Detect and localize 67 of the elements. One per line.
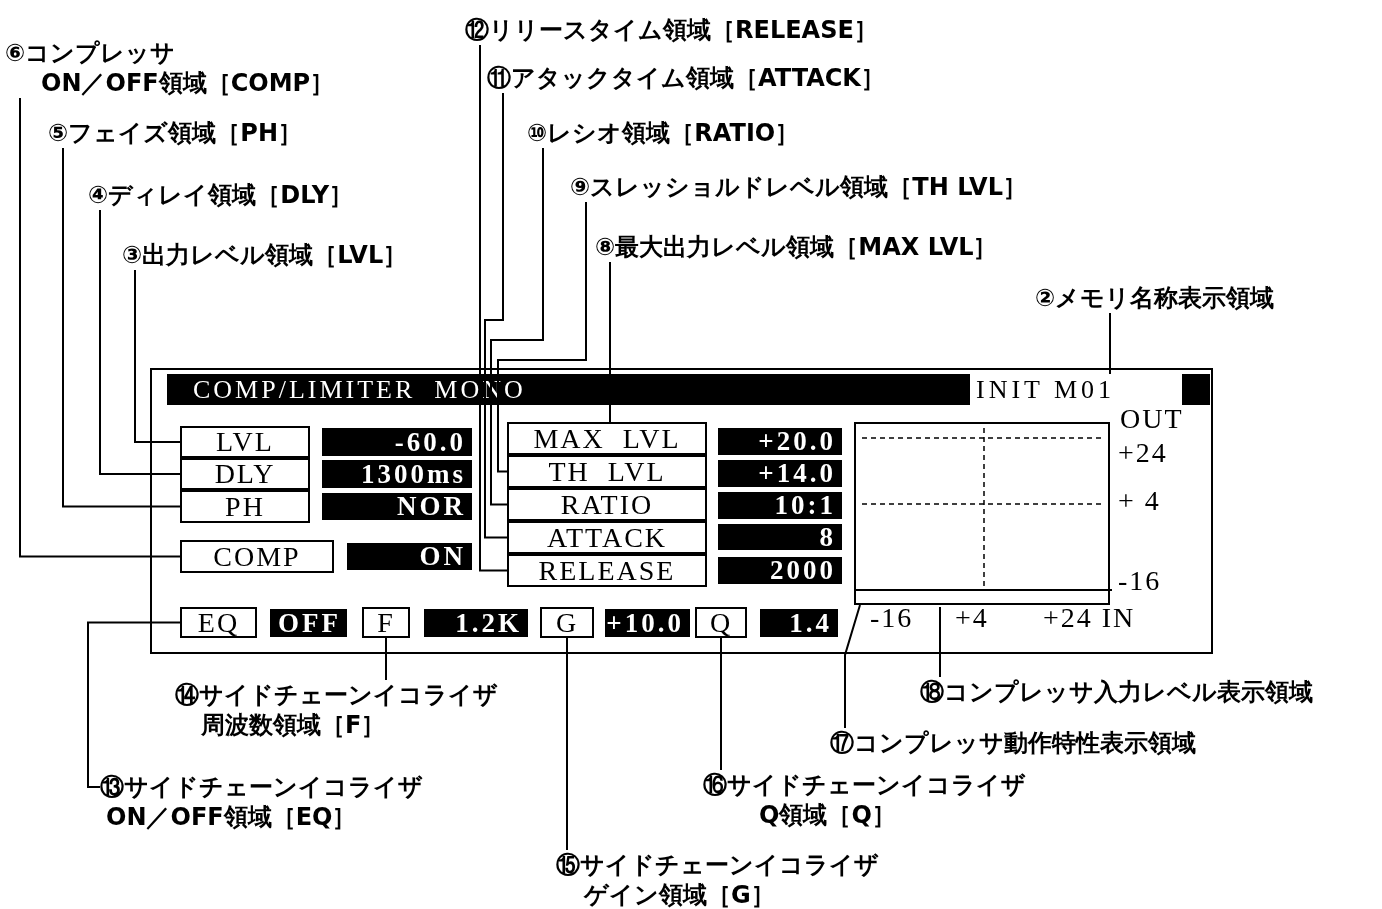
callout-label: ⑤フェイズ領域［PH］: [48, 118, 302, 148]
leader-line: [484, 92, 508, 539]
callout-label: ⑫リリースタイム領域［RELEASE］: [465, 15, 878, 45]
leader-line: [385, 637, 387, 681]
leader-line: [479, 44, 508, 572]
leader-line: [87, 621, 181, 788]
value-display: -60.0: [322, 428, 472, 456]
axis-label: -16: [1118, 565, 1162, 597]
leader-line: [720, 637, 722, 771]
callout-label: ③出力レベル領域［LVL］: [122, 240, 408, 270]
callout-label: ⑰コンプレッサ動作特性表示領域: [830, 728, 1196, 758]
parameter-label: EQ: [180, 607, 257, 638]
leader-line: [939, 606, 941, 678]
axis-label: -16: [870, 602, 914, 634]
callout-label: ⑪アタックタイム領域［ATTACK］: [487, 63, 885, 93]
parameter-label: MAX LVL: [507, 422, 707, 455]
parameter-label: G: [540, 607, 594, 638]
callout-label: ⑯サイドチェーンイコライザQ領域［Q］: [703, 770, 1026, 830]
callout-label: ⑩レシオ領域［RATIO］: [527, 118, 800, 148]
axis-label: +4: [955, 602, 989, 634]
parameter-label: F: [362, 607, 410, 638]
parameter-label: ATTACK: [507, 521, 707, 554]
callout-label: ⑭サイドチェーンイコライザ周波数領域［F］: [175, 680, 498, 740]
value-display: OFF: [270, 609, 347, 637]
lcd-screen: [150, 368, 1213, 654]
parameter-label: TH LVL: [507, 455, 707, 488]
leader-line: [844, 604, 861, 729]
callout-label: ⑧最大出力レベル領域［MAX LVL］: [595, 232, 998, 262]
leader-line: [62, 147, 181, 508]
value-display: 1300ms: [322, 460, 472, 488]
axis-label: +24: [1118, 437, 1168, 469]
parameter-label: LVL: [180, 426, 310, 458]
axis-label: OUT: [1120, 403, 1184, 435]
value-display: +10.0: [605, 609, 690, 637]
leader-line: [609, 261, 611, 423]
parameter-label: COMP: [180, 540, 334, 573]
callout-label: ⑮サイドチェーンイコライザゲイン領域［G］: [556, 850, 879, 909]
value-display: 1.2K: [424, 609, 528, 637]
value-display: NOR: [322, 493, 472, 520]
callout-label: ④ディレイ領域［DLY］: [88, 180, 354, 210]
leader-line: [134, 269, 181, 443]
parameter-label: DLY: [180, 458, 310, 490]
callout-label: ⑥コンプレッサON／OFF領域［COMP］: [5, 38, 335, 98]
characteristic-graph: [854, 422, 1110, 605]
value-display: ON: [347, 543, 472, 570]
leader-line: [566, 637, 568, 851]
callout-label: ⑨スレッショルドレベル領域［TH LVL］: [570, 172, 1027, 202]
value-display: 2000: [718, 557, 842, 584]
value-display: 8: [718, 524, 842, 550]
leader-line: [490, 147, 544, 506]
axis-label: +24 IN: [1043, 602, 1136, 634]
parameter-label: PH: [180, 490, 310, 523]
value-display: +14.0: [718, 460, 842, 487]
leader-line: [1109, 312, 1111, 375]
parameter-label: Q: [695, 607, 747, 638]
callout-label: ⑬サイドチェーンイコライザON／OFF領域［EQ］: [100, 772, 423, 832]
axis-label: + 4: [1118, 485, 1161, 517]
callout-label: ⑱コンプレッサ入力レベル表示領域: [920, 677, 1313, 707]
callout-label: ②メモリ名称表示領域: [1035, 283, 1275, 313]
parameter-label: RATIO: [507, 488, 707, 521]
value-display: +20.0: [718, 428, 842, 455]
value-display: 1.4: [760, 609, 838, 637]
parameter-label: RELEASE: [507, 554, 707, 587]
leader-line: [99, 209, 181, 475]
leader-line: [497, 201, 587, 473]
value-display: 10:1: [718, 492, 842, 519]
leader-line: [19, 97, 181, 558]
